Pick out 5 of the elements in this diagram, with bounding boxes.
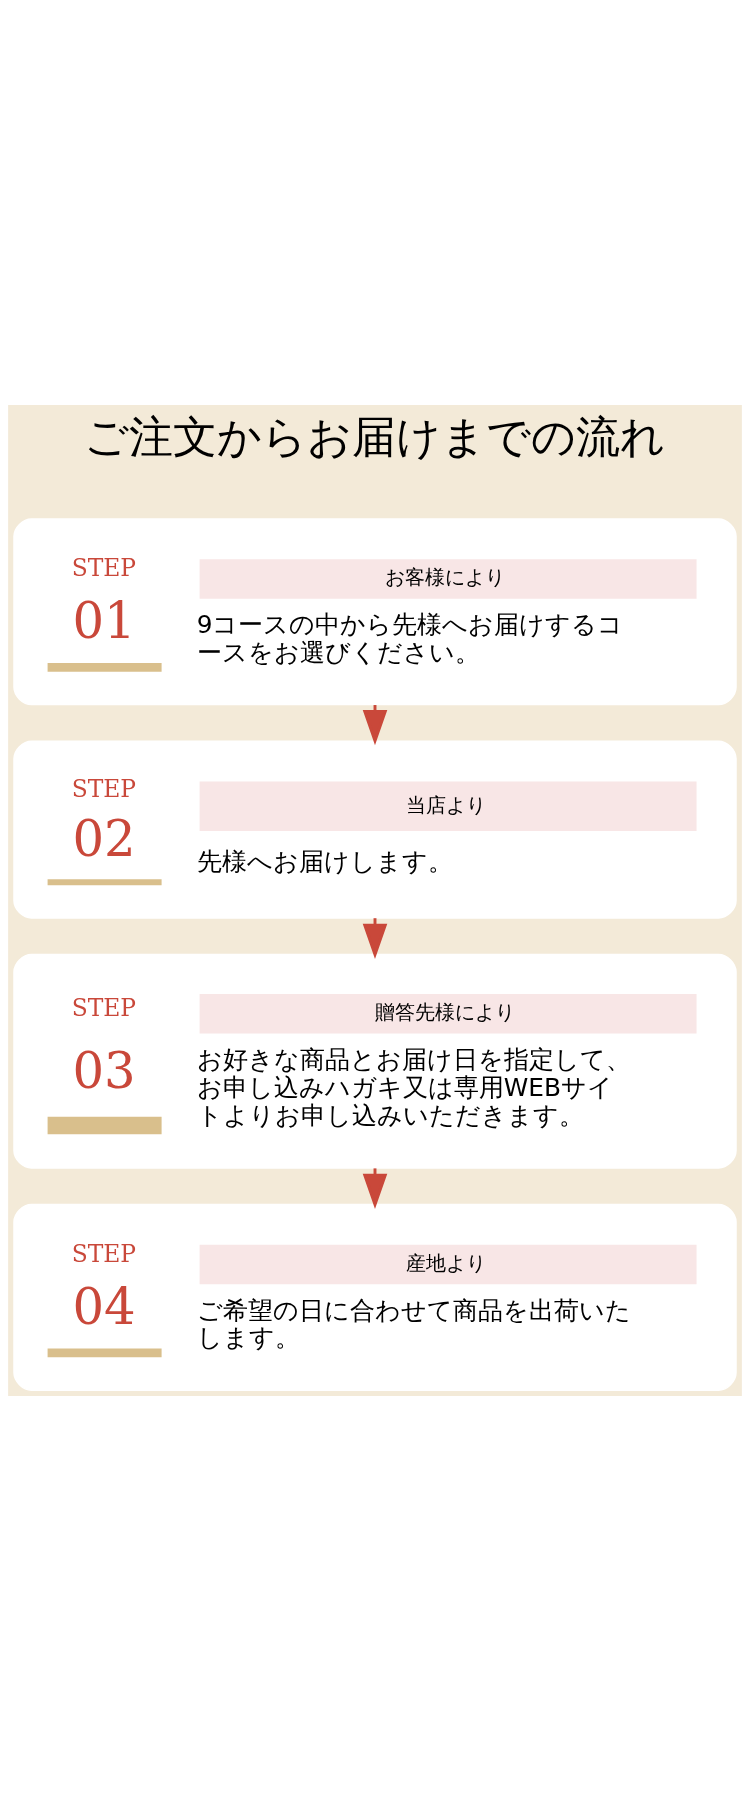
node-box: STEP 04 産地より ご希望の日に合わせて商品を出荷いたします。 xyxy=(13,1203,737,1391)
diagram-title: ご注文からお届けまでの流れ xyxy=(84,410,666,462)
node-box: STEP 02 当店より 先様へお届けします。 xyxy=(13,739,737,919)
node-box: STEP 03 贈答先様により お好きな商品とお届け日を指定して、お申し込みハガキ又は専用WEBサイトよりお申し込みいただきます。 xyxy=(13,953,737,1169)
node-box: STEP 01 お客様により 9コースの中から先様へお届けするコースをお選びください。 xyxy=(13,517,737,705)
